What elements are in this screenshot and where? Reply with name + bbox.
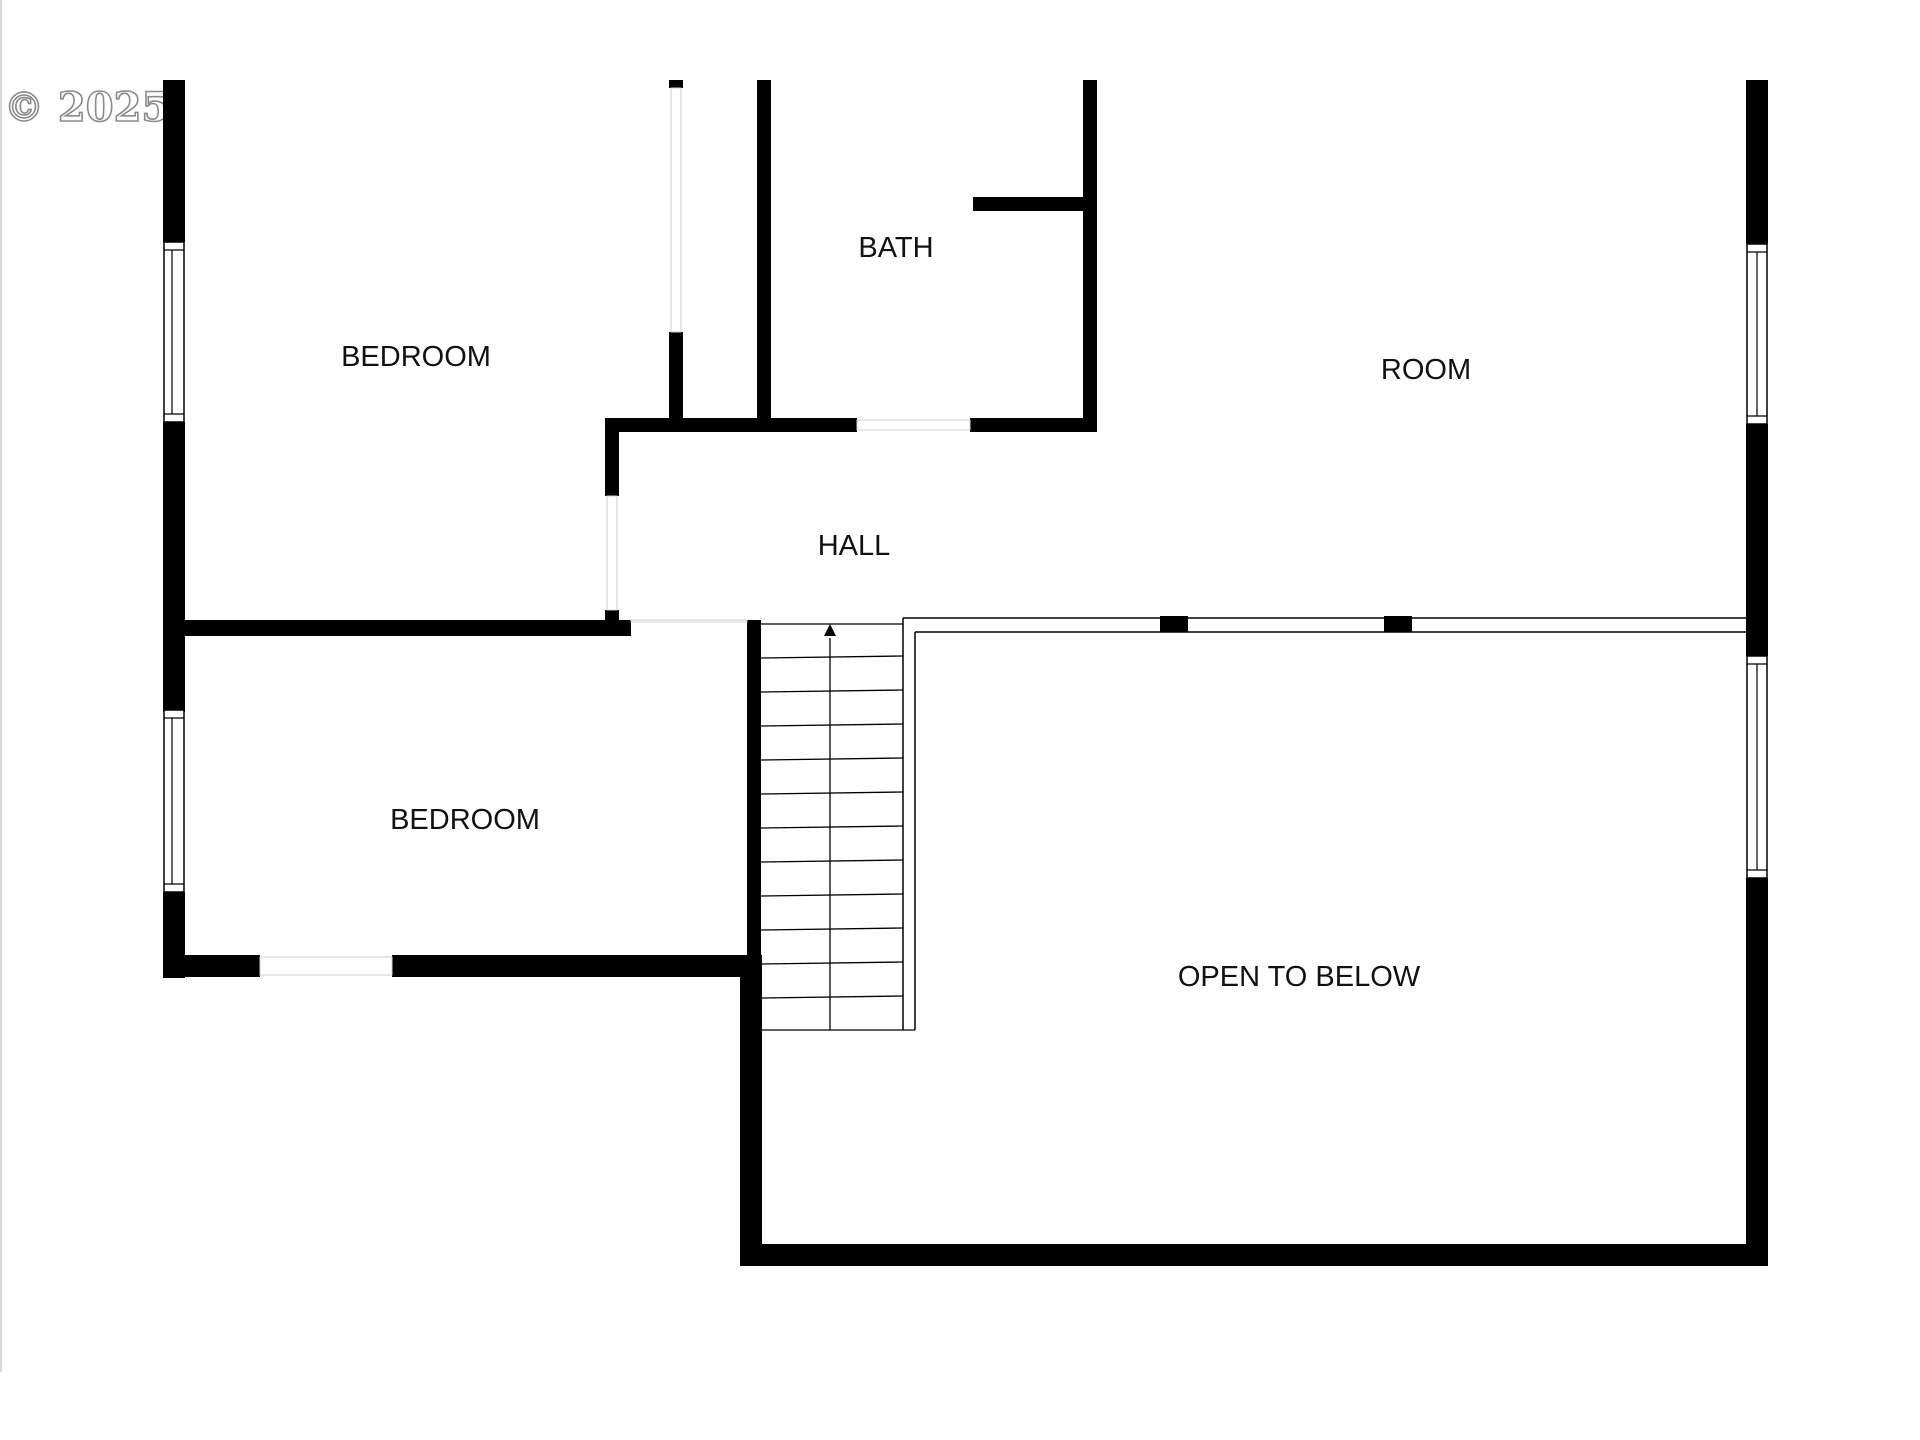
label-bedroom-top: BEDROOM [341, 341, 491, 373]
wall-stair-left [747, 620, 761, 958]
door-hall-left [606, 495, 618, 611]
railing [902, 617, 1746, 1030]
label-room: ROOM [1381, 354, 1471, 386]
door-bath [856, 419, 971, 431]
railing-post-b [1384, 616, 1412, 632]
railing-post-a [1160, 616, 1188, 632]
label-bath: BATH [858, 232, 933, 264]
door-bedroom-bottom [259, 956, 393, 976]
wall-right-c [1746, 878, 1768, 1266]
wall-bottom-bedroom-b [392, 955, 756, 977]
wall-bath-shelf [973, 197, 1097, 211]
wall-hall-top-a [605, 418, 857, 432]
staircase [760, 623, 915, 1031]
wall-right-a [1746, 80, 1768, 244]
window-left-top [163, 241, 185, 423]
wall-left-upper-a [163, 80, 185, 242]
door-openings [259, 87, 971, 976]
wall-bottom-bedroom-a [163, 955, 260, 977]
door-closet [670, 87, 682, 333]
stair-up-arrow-icon [824, 624, 836, 636]
wall-closet-b [757, 80, 771, 432]
door-hall-bottom [630, 619, 748, 623]
label-hall: HALL [818, 530, 891, 562]
wall-bedroom-divider [163, 620, 631, 636]
wall-closet-a-top [669, 80, 683, 88]
label-bedroom-bottom: BEDROOM [390, 804, 540, 836]
copyright-watermark: © 2025 [4, 84, 169, 131]
windows [163, 241, 1768, 893]
wall-right-b [1746, 424, 1768, 656]
window-left-bottom [163, 709, 185, 893]
wall-bath-right [1083, 80, 1097, 432]
wall-open-left [740, 955, 762, 1265]
label-open-to-below: OPEN TO BELOW [1178, 961, 1421, 993]
wall-hall-top-b [970, 418, 1097, 432]
wall-left-lower-a [163, 628, 185, 710]
walls [163, 80, 1768, 1266]
wall-hall-left-b [605, 610, 619, 636]
railing-post-c [1746, 616, 1768, 656]
wall-bottom-exterior [740, 1244, 1766, 1266]
wall-closet-a-bottom [669, 332, 683, 432]
wall-hall-left-a [605, 418, 619, 496]
